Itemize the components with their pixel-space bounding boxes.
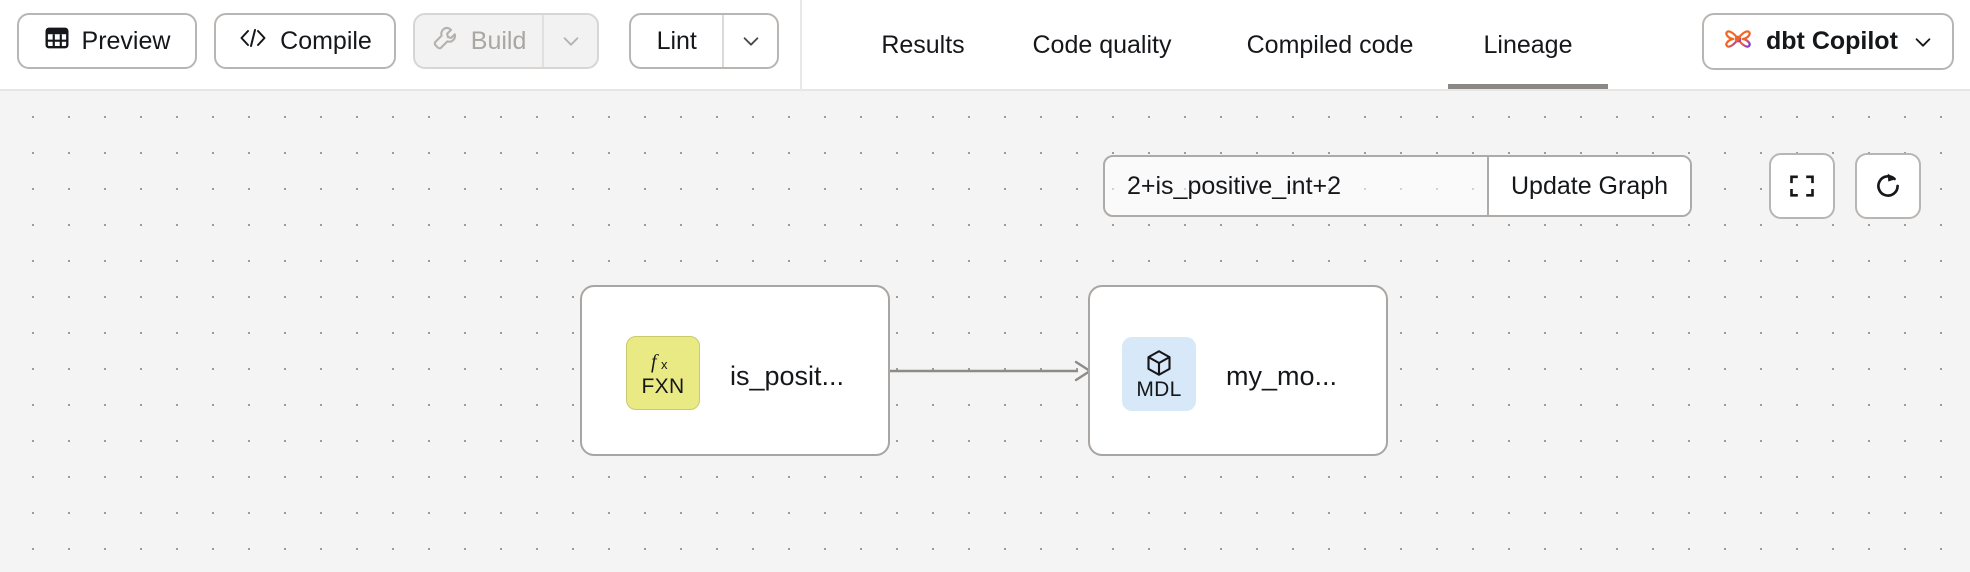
svg-text:x: x — [661, 357, 668, 372]
refresh-button[interactable] — [1855, 153, 1921, 219]
lineage-node-my-model[interactable]: MDL my_mo... — [1088, 285, 1388, 456]
wrench-icon — [431, 24, 459, 59]
build-button: Build — [413, 13, 599, 69]
lint-dropdown-toggle[interactable] — [722, 15, 777, 67]
tab-code-quality[interactable]: Code quality — [1007, 0, 1197, 91]
chevron-down-icon — [743, 37, 759, 46]
fit-view-icon — [1790, 175, 1814, 197]
update-graph-label: Update Graph — [1511, 171, 1669, 200]
tab-compiled-code[interactable]: Compiled code — [1220, 0, 1440, 91]
dbt-copilot-label: dbt Copilot — [1766, 27, 1898, 55]
dbt-copilot-button[interactable]: dbt Copilot — [1702, 13, 1954, 70]
table-icon — [44, 25, 70, 58]
preview-button[interactable]: Preview — [17, 13, 197, 69]
cube-icon — [1147, 350, 1171, 376]
graph-selector-input[interactable] — [1105, 157, 1487, 215]
lineage-node-is-positive-int[interactable]: f x FXN is_posit... — [580, 285, 890, 456]
lineage-edge — [888, 360, 1092, 382]
node-type-badge-label: MDL — [1136, 378, 1182, 401]
function-icon: f x — [651, 351, 668, 373]
tab-results[interactable]: Results — [858, 0, 988, 91]
node-type-badge-label: FXN — [641, 375, 685, 398]
lint-button-main[interactable]: Lint — [631, 15, 722, 67]
tab-lineage-label: Lineage — [1483, 31, 1573, 59]
tab-results-label: Results — [881, 31, 965, 59]
toolbar-tabs-divider — [800, 0, 802, 91]
code-brackets-icon — [238, 27, 268, 56]
lineage-canvas[interactable]: Update Graph — [0, 91, 1970, 572]
refresh-icon — [1877, 173, 1899, 197]
compile-button-label: Compile — [280, 26, 372, 55]
tab-code-quality-label: Code quality — [1032, 31, 1172, 59]
graph-query-bar: Update Graph — [1103, 155, 1693, 217]
fit-view-button[interactable] — [1769, 153, 1835, 219]
build-dropdown-toggle — [542, 15, 597, 67]
tab-active-underline — [1448, 84, 1608, 89]
update-graph-button[interactable]: Update Graph — [1487, 157, 1691, 215]
build-button-label: Build — [470, 26, 527, 55]
lineage-node-label: is_posit... — [730, 361, 845, 391]
lint-button[interactable]: Lint — [629, 13, 779, 69]
editor-header: Preview Compile — [0, 0, 1970, 91]
tab-lineage[interactable]: Lineage — [1448, 0, 1608, 91]
svg-text:f: f — [651, 351, 659, 373]
lint-button-label: Lint — [656, 26, 697, 55]
preview-button-label: Preview — [81, 26, 171, 55]
chevron-down-icon — [563, 37, 578, 46]
lineage-node-label: my_mo... — [1226, 361, 1338, 391]
node-type-badge-fxn: f x FXN — [626, 336, 700, 410]
tab-compiled-code-label: Compiled code — [1246, 31, 1414, 59]
build-button-main: Build — [415, 15, 542, 67]
dbt-copilot-icon — [1722, 23, 1754, 60]
node-type-badge-mdl: MDL — [1122, 337, 1196, 411]
chevron-down-icon — [1915, 37, 1931, 47]
compile-button[interactable]: Compile — [214, 13, 396, 69]
